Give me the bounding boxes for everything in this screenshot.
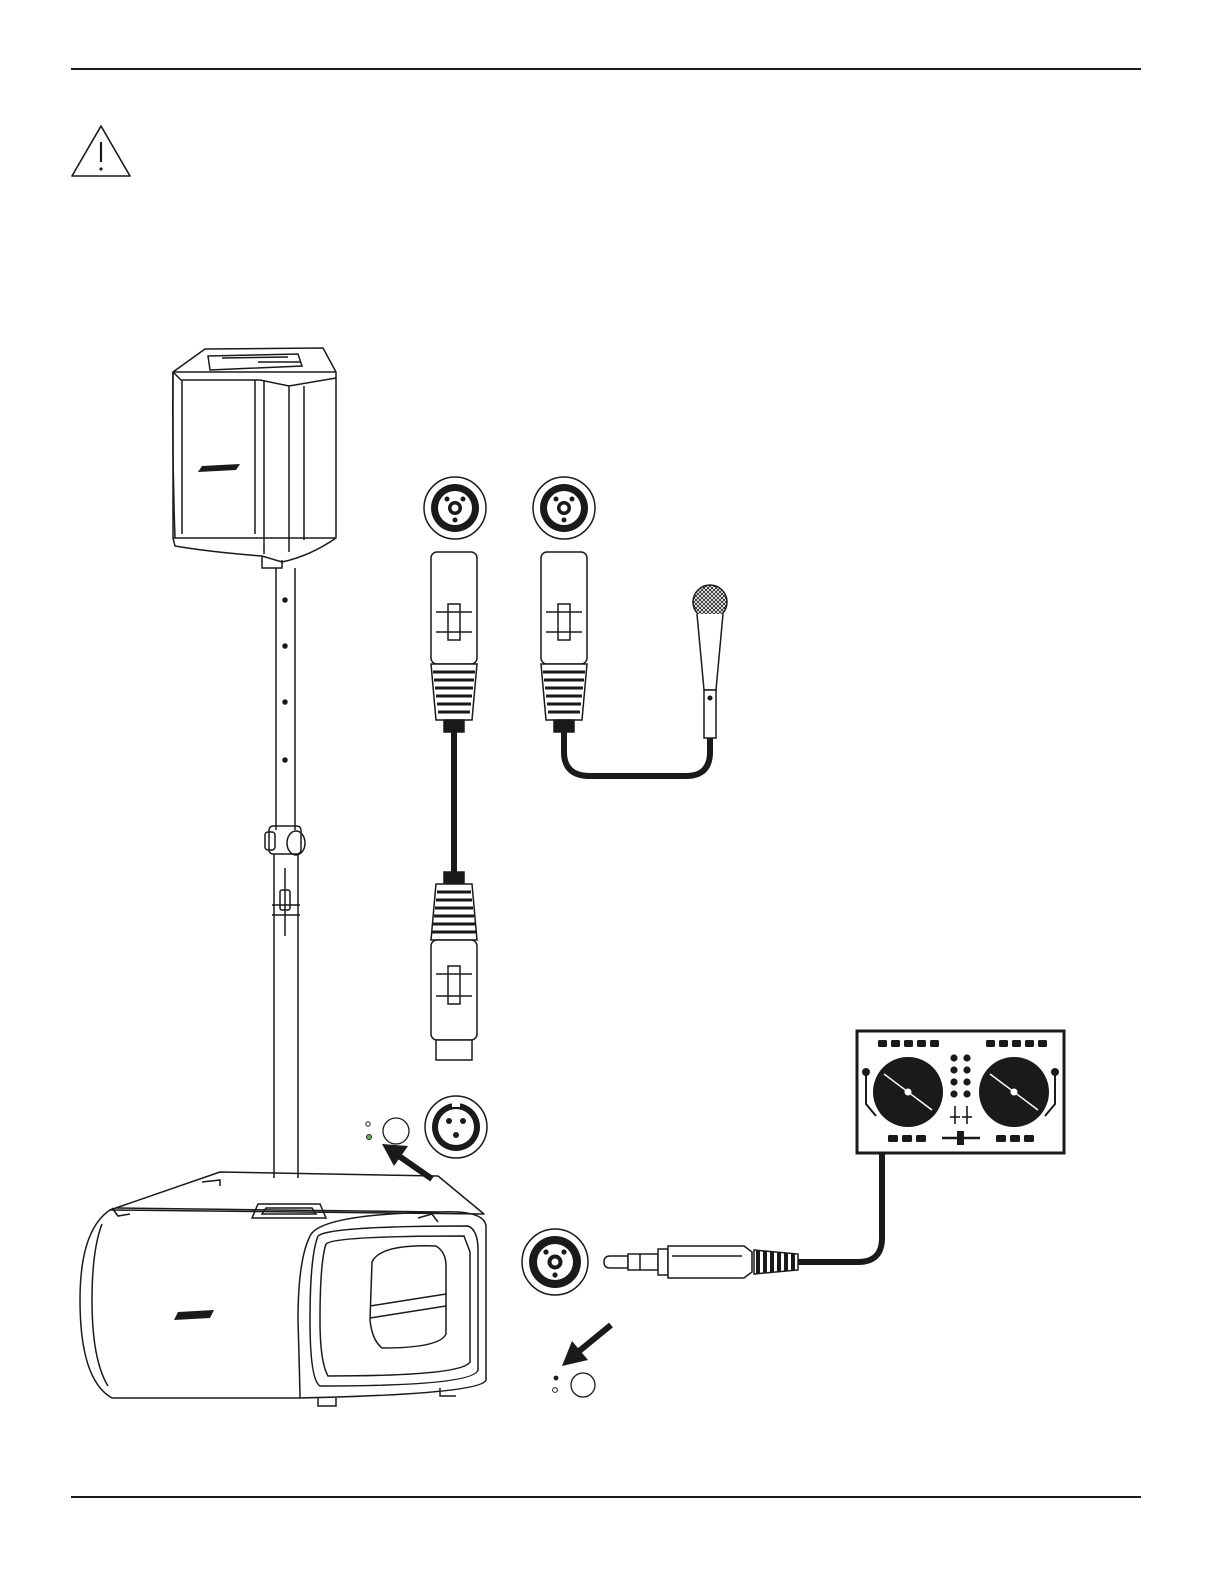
bose-logo bbox=[174, 1310, 214, 1320]
dj-controller bbox=[857, 1031, 1064, 1153]
top-speaker bbox=[173, 348, 336, 568]
xlr-female-connector bbox=[431, 872, 477, 1060]
quarter-inch-plug bbox=[604, 1246, 798, 1278]
mic-cable bbox=[564, 732, 710, 776]
dj-cable bbox=[798, 1154, 882, 1262]
combo-input-jack bbox=[424, 477, 486, 539]
xlr-output-jack bbox=[425, 1096, 487, 1158]
caution-triangle-icon bbox=[72, 126, 130, 176]
combo-input-jack bbox=[533, 477, 595, 539]
subwoofer-base bbox=[80, 1172, 486, 1406]
xlr-male-connector bbox=[541, 552, 587, 732]
bose-logo bbox=[198, 464, 240, 472]
arrow-icon bbox=[562, 1325, 611, 1366]
combo-input-jack bbox=[522, 1229, 588, 1295]
mounting-pole bbox=[265, 568, 305, 1178]
input-led bbox=[553, 1373, 595, 1397]
handheld-microphone bbox=[693, 585, 727, 738]
power-led bbox=[366, 1118, 409, 1144]
arrow-icon bbox=[382, 1144, 432, 1179]
xlr-male-connector bbox=[431, 552, 477, 732]
